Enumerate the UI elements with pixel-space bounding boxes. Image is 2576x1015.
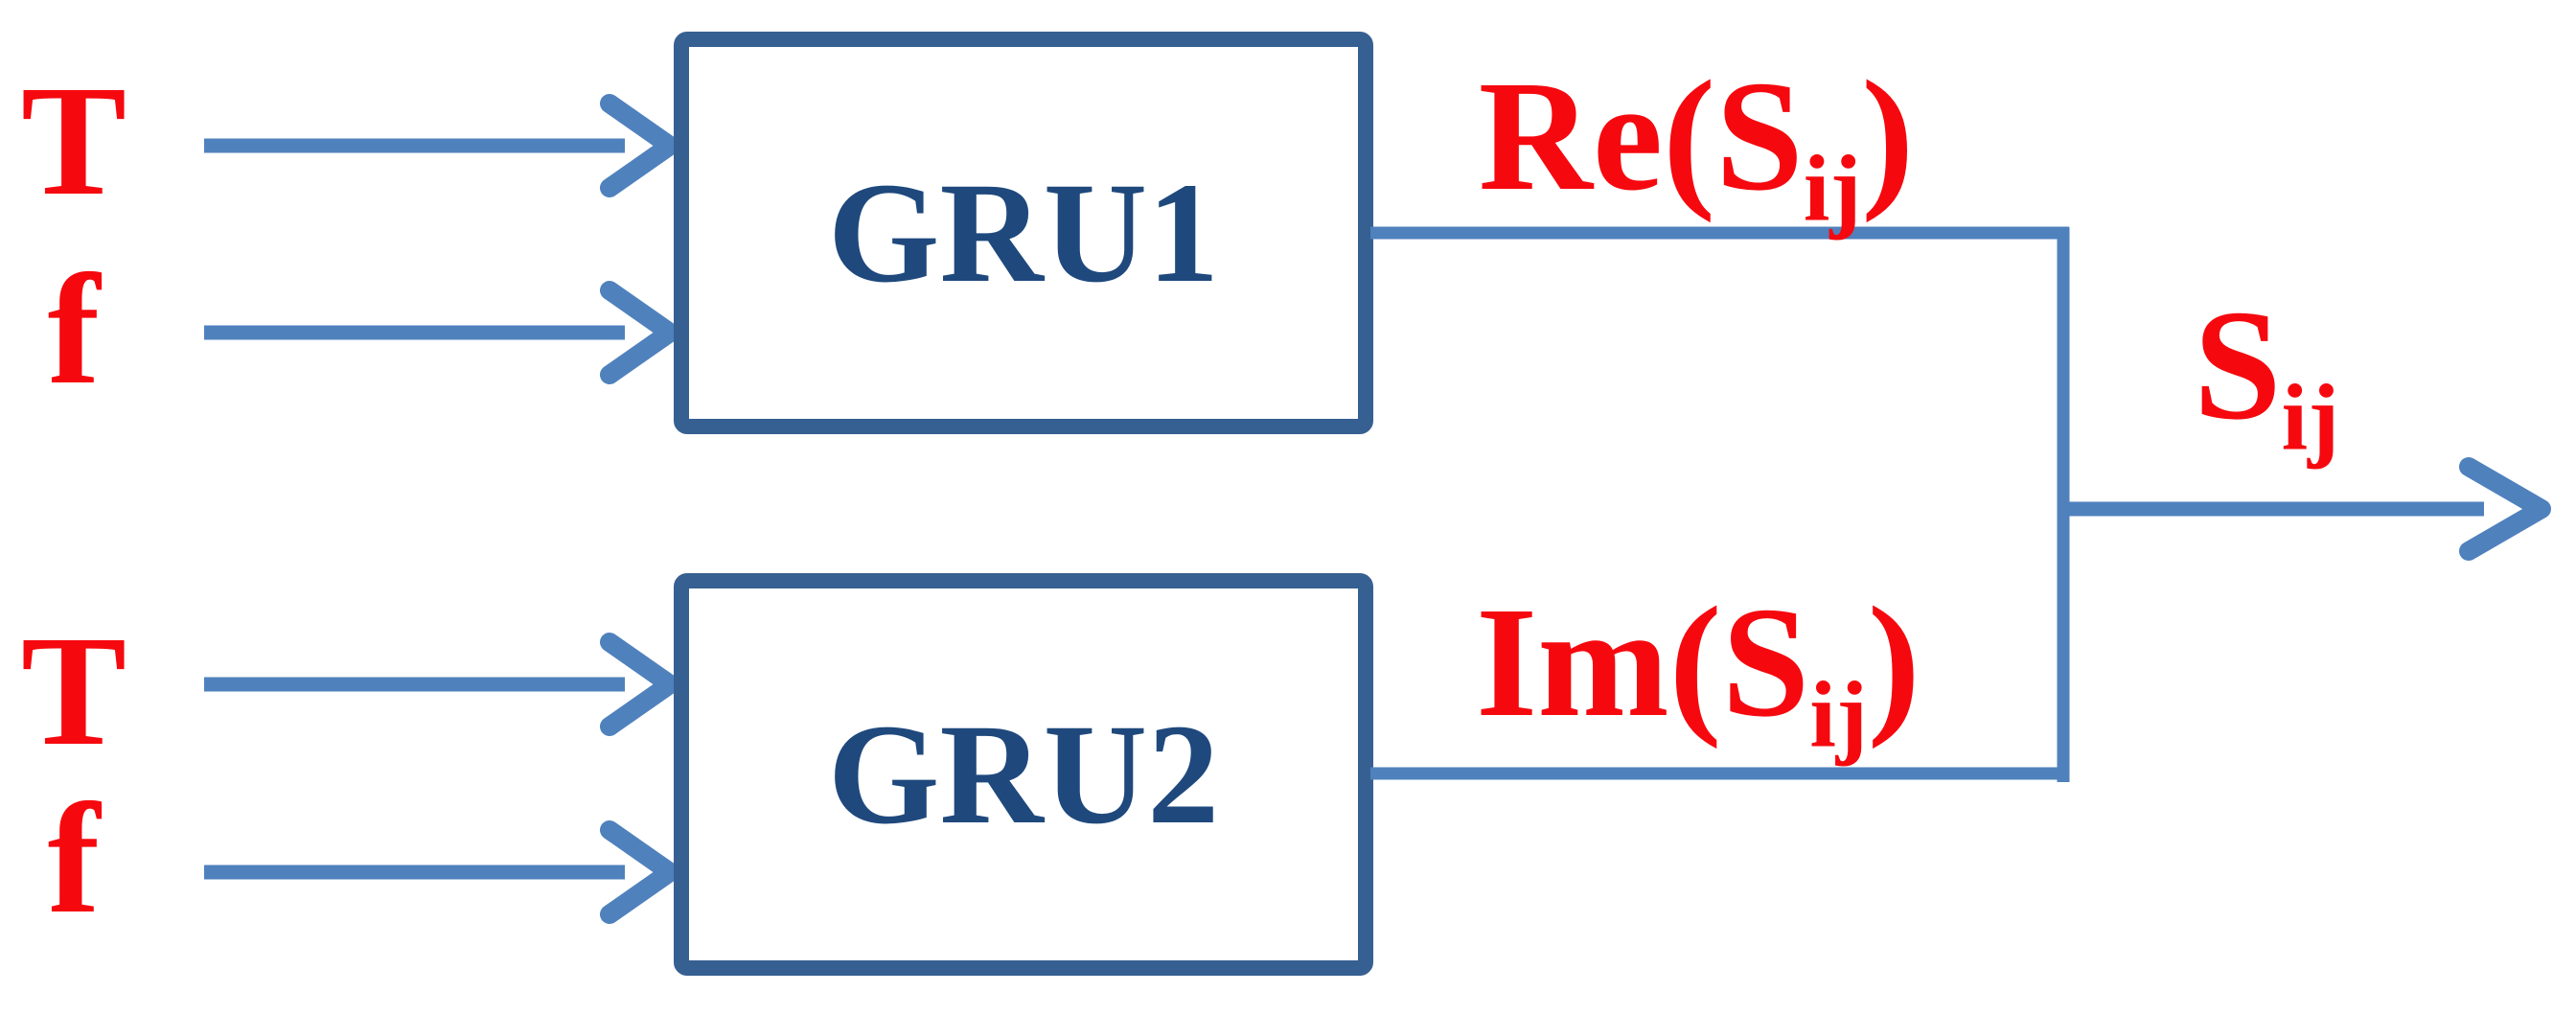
re-label-subscript: ij <box>1803 136 1862 242</box>
im-label-subscript: ij <box>1809 662 1868 768</box>
input-label-f-bottom: f <box>47 771 101 946</box>
arrow-f-gru2-head <box>600 820 679 924</box>
final-output-label: Sij <box>2166 286 2367 466</box>
gru2-box <box>674 573 1373 976</box>
im-output-label: Im(Sij) <box>1476 583 1920 763</box>
output-arrow-head <box>2459 457 2551 561</box>
arrow-f-to-gru2 <box>204 820 679 924</box>
gru1-box <box>674 32 1373 434</box>
input-label-t-top: T <box>20 53 127 228</box>
arrow-t-to-gru2 <box>204 633 679 736</box>
arrow-f-to-gru1 <box>204 281 679 384</box>
output-arrow <box>2063 457 2551 561</box>
im-label-close: ) <box>1867 574 1920 750</box>
re-output-label: Re(Sij) <box>1476 57 1917 237</box>
re-label-close: ) <box>1861 48 1915 223</box>
re-label-main: Re(S <box>1478 48 1804 223</box>
arrow-t-to-gru1 <box>204 94 679 197</box>
arrow-t-gru1-head <box>600 94 679 197</box>
gru2-label: GRU2 <box>827 695 1220 854</box>
sij-label-main: S <box>2193 277 2282 452</box>
sij-label-subscript: ij <box>2281 365 2340 471</box>
arrow-f-gru1-head <box>600 281 679 384</box>
arrow-t-gru2-head <box>600 633 679 736</box>
input-label-f-top: f <box>47 242 101 417</box>
gru1-label: GRU1 <box>827 153 1220 312</box>
input-label-t-bottom: T <box>20 603 127 778</box>
im-label-main: Im(S <box>1476 574 1810 750</box>
